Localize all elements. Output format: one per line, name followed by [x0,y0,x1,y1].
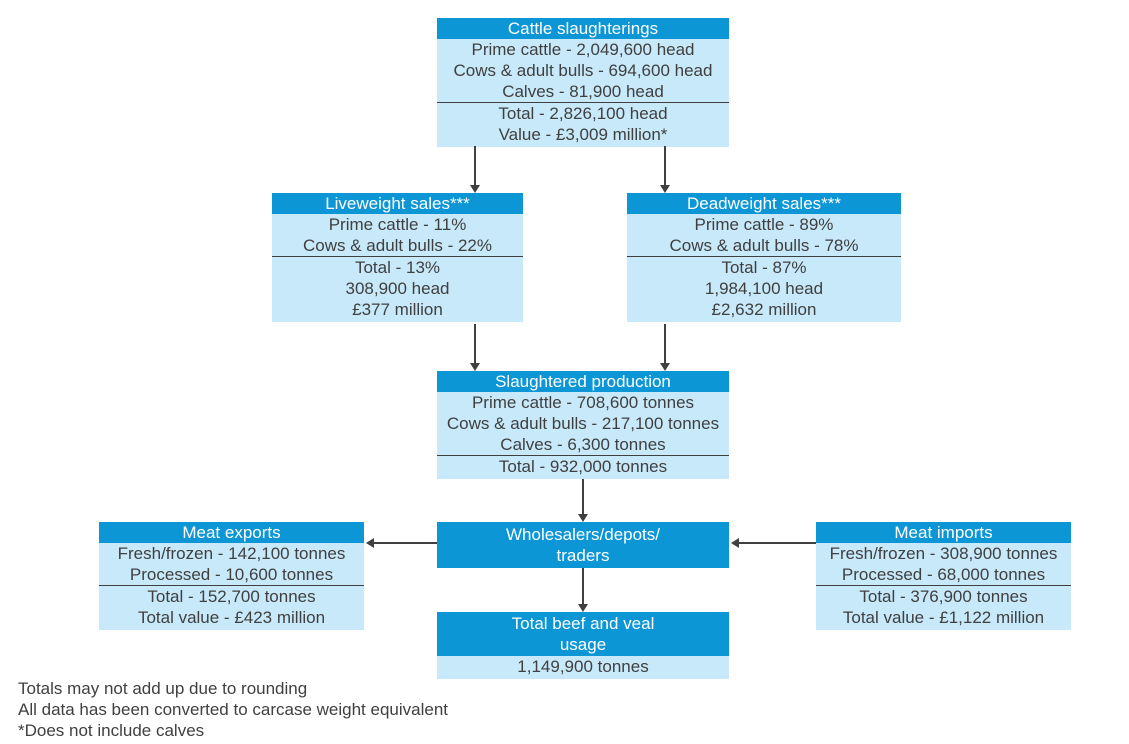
stat-row: Total - 87% [721,258,807,277]
footnote-carcase-weight: All data has been converted to carcase w… [18,700,448,719]
footnote-rounding: Totals may not add up due to rounding [18,679,308,698]
box-title-line: traders [556,546,610,565]
stat-row: Total value - £1,122 million [842,608,1045,627]
box-wholesalers-depots-traders: Wholesalers/depots/ traders [437,522,729,568]
stat-row: Prime cattle - 2,049,600 head [471,40,695,59]
stat-row: Total - 152,700 tonnes [147,587,316,606]
footnote-calves: *Does not include calves [18,721,205,740]
stat-row: 308,900 head [345,279,450,298]
stat-row: Calves - 6,300 tonnes [500,435,666,454]
stat-row: Fresh/frozen - 308,900 tonnes [829,544,1058,563]
box-body: Fresh/frozen - 308,900 tonnes Processed … [816,543,1071,630]
box-title-meat-exports: Meat exports [99,522,364,543]
stat-row: Value - £3,009 million* [498,125,668,144]
stat-row: 1,149,900 tonnes [517,657,649,676]
stat-row: Prime cattle - 89% [694,215,834,234]
arrowhead-left-icon [731,538,739,548]
arrow-cattle-to-deadweight [660,146,670,193]
stat-row: Cows & adult bulls - 217,100 tonnes [446,414,720,433]
box-title-line: Wholesalers/depots/ [505,525,661,544]
stat-row: Total - 2,826,100 head [498,104,668,123]
arrow-liveweight-to-slaughtered [470,324,480,371]
box-title-slaughtered-production: Slaughtered production [437,371,729,392]
totals-section: Total - 2,826,100 head Value - £3,009 mi… [437,102,729,145]
box-title-line: usage [559,635,607,654]
box-slaughtered-production: Slaughtered production Prime cattle - 70… [437,371,729,479]
arrow-wholesalers-to-exports [366,538,437,548]
stat-row: 1,984,100 head [704,279,824,298]
stat-row: Total value - £423 million [137,608,326,627]
box-total-beef-veal-usage: Total beef and veal usage 1,149,900 tonn… [437,612,729,679]
arrowhead-down-icon [660,363,670,371]
arrow-wholesalers-to-usage [578,568,588,612]
box-title-total-usage: Total beef and veal usage [437,612,729,656]
box-cattle-slaughterings: Cattle slaughterings Prime cattle - 2,04… [437,18,729,147]
box-meat-exports: Meat exports Fresh/frozen - 142,100 tonn… [99,522,364,630]
stat-row: £377 million [352,300,443,319]
box-title-liveweight-sales: Liveweight sales*** [272,193,523,214]
box-body: Prime cattle - 708,600 tonnes Cows & adu… [437,392,729,479]
stat-row: £2,632 million [711,300,817,319]
box-body: Prime cattle - 11% Cows & adult bulls - … [272,214,523,322]
stat-row: Processed - 68,000 tonnes [841,565,1046,584]
arrow-imports-to-wholesalers [731,538,816,548]
stat-row: Cows & adult bulls - 22% [303,236,492,255]
totals-section: Total - 87% 1,984,100 head £2,632 millio… [627,256,901,320]
stat-row: Total - 932,000 tonnes [498,457,668,476]
footnotes: Totals may not add up due to rounding Al… [18,678,448,741]
stat-row: Fresh/frozen - 142,100 tonnes [117,544,346,563]
arrow-slaughtered-to-wholesalers [578,479,588,522]
box-body: 1,149,900 tonnes [437,656,729,679]
stat-row: Processed - 10,600 tonnes [129,565,334,584]
arrowhead-down-icon [470,185,480,193]
stat-row: Cows & adult bulls - 694,600 head [453,61,713,80]
arrowhead-down-icon [470,363,480,371]
box-deadweight-sales: Deadweight sales*** Prime cattle - 89% C… [627,193,901,322]
arrow-deadweight-to-slaughtered [660,324,670,371]
box-title-line: Total beef and veal [511,614,655,633]
box-body: Prime cattle - 89% Cows & adult bulls - … [627,214,901,322]
box-body: Prime cattle - 2,049,600 head Cows & adu… [437,39,729,147]
box-title-meat-imports: Meat imports [816,522,1071,543]
stat-row: Cows & adult bulls - 78% [669,236,859,255]
totals-section: Total - 13% 308,900 head £377 million [272,256,523,320]
stat-row: Prime cattle - 11% [328,215,467,234]
box-liveweight-sales: Liveweight sales*** Prime cattle - 11% C… [272,193,523,322]
arrowhead-left-icon [366,538,374,548]
box-title-cattle-slaughterings: Cattle slaughterings [437,18,729,39]
stat-row: Calves - 81,900 head [502,82,664,101]
arrowhead-down-icon [578,604,588,612]
stat-row: Prime cattle - 708,600 tonnes [471,393,695,412]
arrowhead-down-icon [578,514,588,522]
totals-section: Total - 376,900 tonnes Total value - £1,… [816,585,1071,628]
arrow-cattle-to-liveweight [470,146,480,193]
box-title-deadweight-sales: Deadweight sales*** [627,193,901,214]
box-body: Fresh/frozen - 142,100 tonnes Processed … [99,543,364,630]
arrowhead-down-icon [660,185,670,193]
stat-row: Total - 376,900 tonnes [859,587,1028,606]
box-meat-imports: Meat imports Fresh/frozen - 308,900 tonn… [816,522,1071,630]
stat-row: Total - 13% [354,258,441,277]
totals-section: Total - 932,000 tonnes [437,455,729,477]
totals-section: Total - 152,700 tonnes Total value - £42… [99,585,364,628]
